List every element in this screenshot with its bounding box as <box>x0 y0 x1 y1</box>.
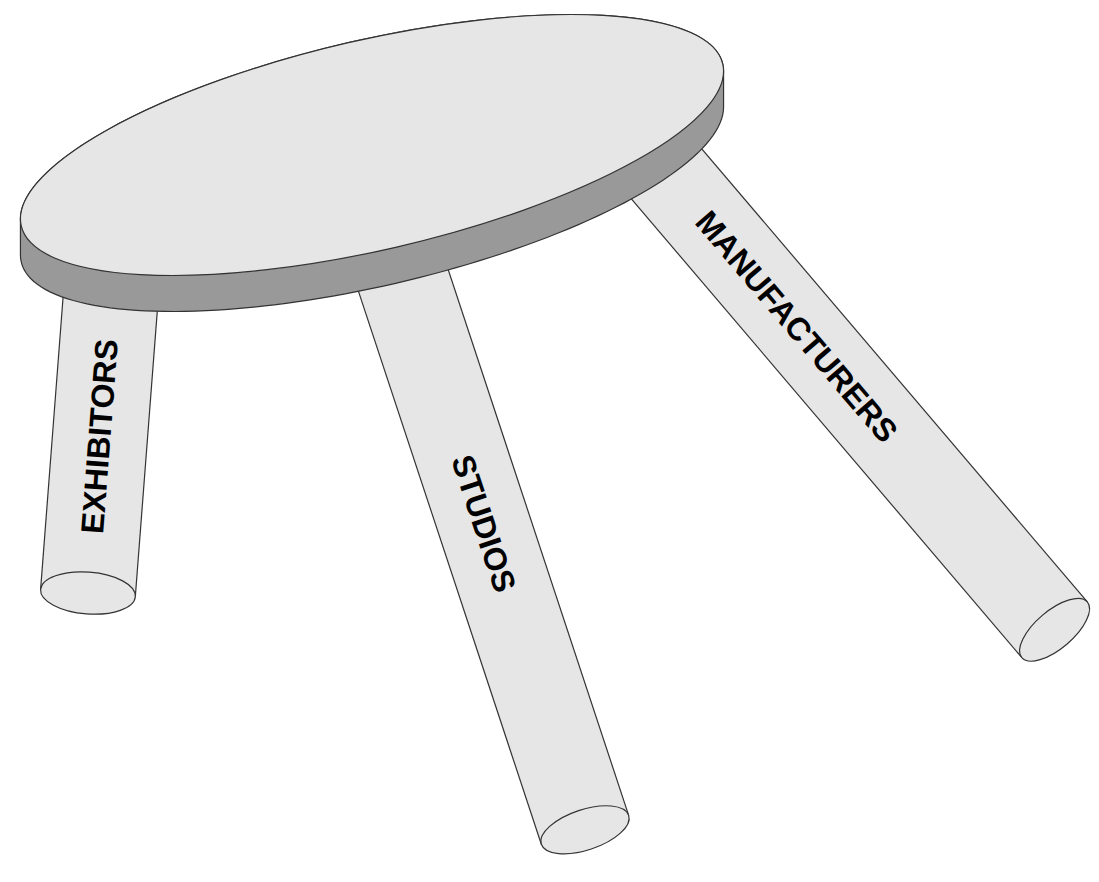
leg-end-cap <box>534 796 634 863</box>
leg-end-cap <box>1010 588 1099 673</box>
seat-group <box>0 0 746 328</box>
stool-leg: MANUFACTURERS <box>597 102 1088 657</box>
leg-end-cap <box>39 568 137 617</box>
leg-edge <box>135 283 159 596</box>
leg-edge <box>41 276 65 589</box>
leg-label: EXHIBITORS <box>41 276 160 596</box>
leg-body <box>41 276 160 596</box>
stool-leg: EXHIBITORS <box>41 276 160 596</box>
stool-leg: STUDIOS <box>346 226 628 844</box>
seat-top <box>0 0 746 328</box>
leg-label: STUDIOS <box>342 214 624 832</box>
